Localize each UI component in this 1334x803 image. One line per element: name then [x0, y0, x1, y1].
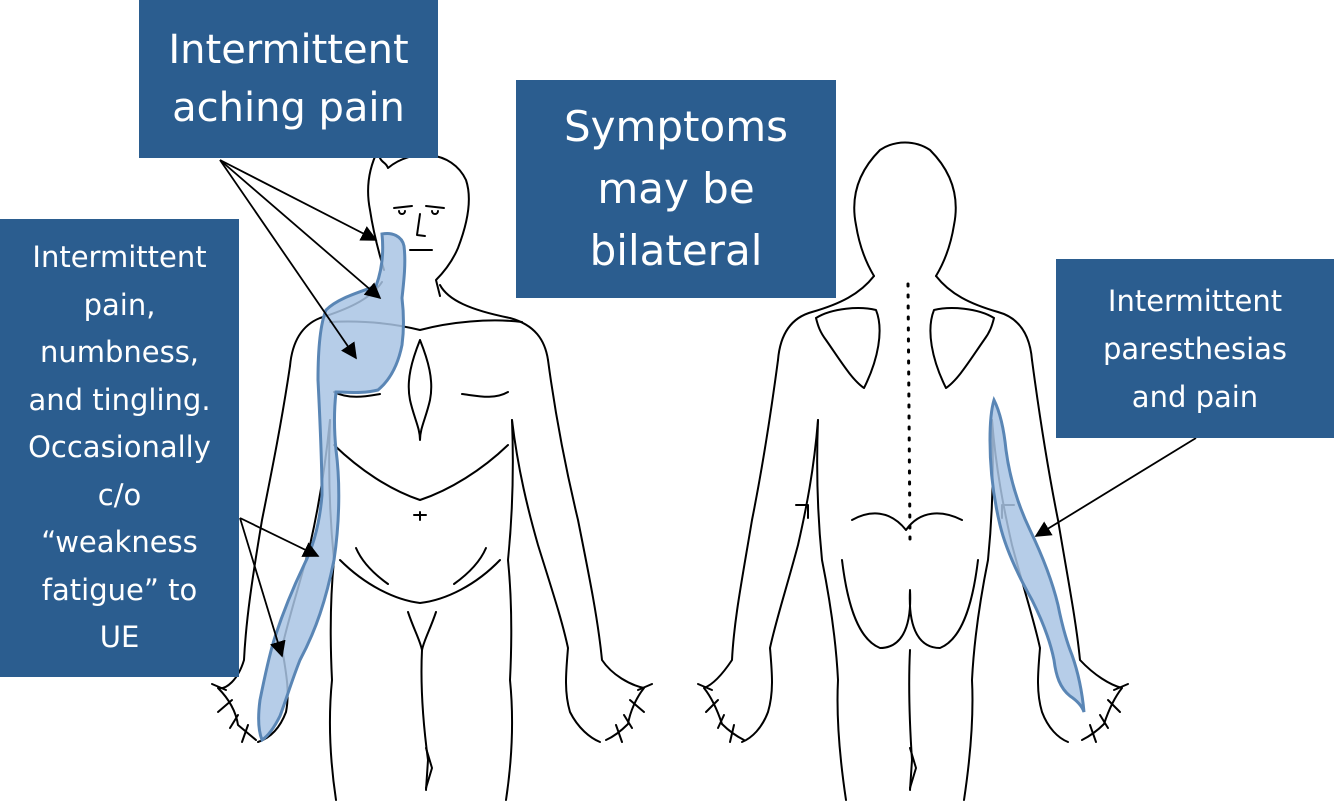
label-line: Symptoms [563, 102, 789, 151]
label-intermittent-pain-numbness: Intermittent pain, numbness, and tinglin… [0, 219, 239, 677]
label-intermittent-paresthesias: Intermittent paresthesias and pain [1056, 259, 1334, 438]
back-head [853, 141, 957, 277]
back-neck-left [777, 275, 875, 361]
label-line: “weakness [41, 525, 198, 560]
arrow-left-to-forearm [239, 517, 320, 557]
label-line: c/o [97, 477, 142, 512]
back-elbow-left [795, 504, 809, 519]
back-leg-inner [908, 649, 913, 791]
arrow-aching-to-neck [219, 159, 378, 241]
back-neck-right [935, 275, 1033, 361]
label-line: pain, [83, 287, 156, 322]
label-line: Occasionally [28, 430, 211, 465]
arrow-right-to-back-arm [1034, 437, 1197, 537]
front-head-left [367, 149, 385, 271]
front-chest-line [333, 391, 509, 398]
front-navel [413, 511, 427, 521]
label-line: numbness, [39, 335, 200, 370]
label-intermittent-aching-pain: Intermittent aching pain [139, 0, 438, 158]
front-hip-left [355, 547, 389, 585]
front-right-arm-inner [511, 419, 601, 743]
label-line: aching pain [172, 85, 405, 131]
front-pelvis [339, 559, 501, 604]
back-left-hand [697, 683, 735, 743]
back-spine [906, 282, 912, 542]
arrow-aching-to-chest [219, 159, 357, 360]
back-left-scapula [815, 307, 881, 389]
label-line: Intermittent [32, 240, 207, 275]
front-hip-right [453, 547, 487, 585]
label-symptoms-bilateral: Symptoms may be bilateral [516, 80, 836, 298]
front-right-arm-outer [547, 359, 645, 741]
label-line: and pain [1131, 379, 1259, 414]
front-knee [425, 747, 433, 789]
back-knee [909, 747, 917, 789]
arrows [219, 159, 1197, 658]
front-torso-right [505, 419, 514, 801]
back-right-arm-outer [1031, 359, 1123, 741]
back-left-arm-outer [703, 359, 779, 741]
label-line: UE [99, 620, 140, 655]
back-body-figure [697, 141, 1129, 801]
front-left-arm-outer [217, 365, 291, 741]
front-ribs [333, 444, 509, 501]
front-shaded-region [257, 232, 407, 743]
front-right-hand [615, 683, 653, 743]
front-sternum [407, 339, 433, 441]
front-nose [416, 213, 426, 237]
front-head-outline [377, 149, 470, 297]
front-neck-right [439, 284, 549, 361]
label-line: and tingling. [28, 382, 211, 417]
label-line: fatigue” to [41, 572, 198, 607]
back-buttocks [841, 559, 979, 649]
back-shaded-region [988, 395, 1086, 713]
label-line: Intermittent [168, 27, 409, 73]
front-leg-inner [420, 649, 429, 791]
back-right-scapula [929, 307, 995, 389]
arrow-aching-to-shoulder [219, 159, 382, 300]
front-groin [407, 611, 437, 651]
arrow-left-to-wrist [239, 517, 286, 658]
label-line: Intermittent [1107, 283, 1283, 318]
label-line: paresthesias [1102, 331, 1288, 366]
back-waist [851, 512, 963, 531]
back-left-arm-inner [741, 419, 819, 743]
label-line: may be [597, 164, 755, 213]
back-torso-left [816, 419, 847, 801]
front-right-eye [425, 205, 445, 215]
front-left-eye [393, 205, 413, 215]
label-line: bilateral [589, 226, 763, 275]
front-left-hand [211, 683, 249, 743]
back-right-hand [1089, 683, 1129, 743]
